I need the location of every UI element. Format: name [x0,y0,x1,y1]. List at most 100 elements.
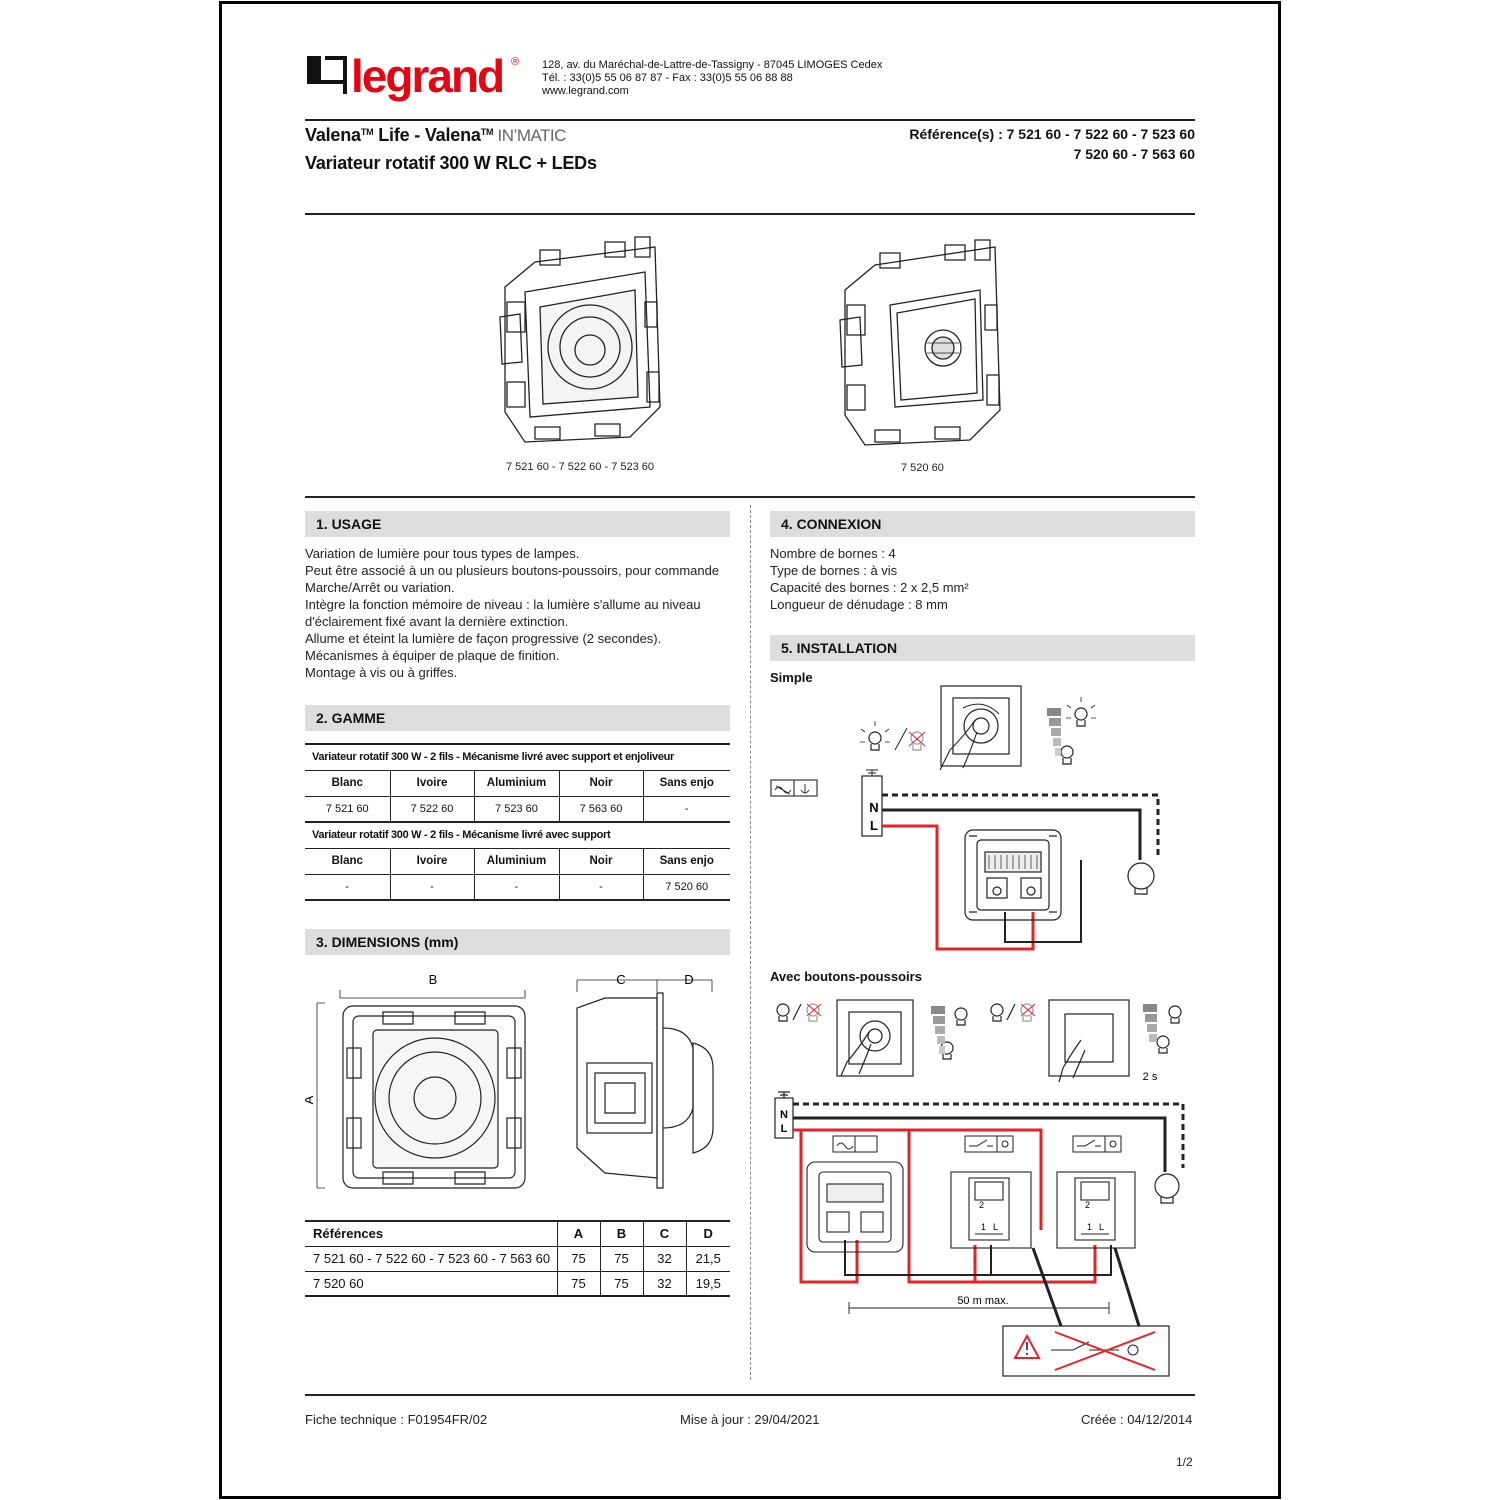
product-title: Variateur rotatif 300 W RLC + LEDs [305,153,597,173]
push-button-module-icon [1056,1171,1136,1249]
push-button-module-icon [950,1171,1032,1249]
live-wire [801,1128,1043,1230]
gamme-cell: 7 563 60 [558,795,643,823]
dim-cell: 7 521 60 - 7 522 60 - 7 523 60 - 7 563 6… [313,1251,551,1266]
gamme-col-header: Aluminium [473,769,559,796]
dim-col-header: B [599,1221,643,1246]
gamme-cell: 7 520 60 [642,873,730,901]
references-line: 7 520 60 - 7 563 60 [1073,146,1195,162]
neutral-wire [793,1116,1167,1172]
gamme-col-header: Blanc [305,847,390,874]
address-line: 128, av. du Maréchal-de-Lattre-de-Tassig… [542,59,883,71]
column-divider [750,505,751,1380]
divider [305,1394,1195,1396]
lamp-icon [1127,862,1155,895]
connexion-line: Nombre de bornes : 4 [770,546,896,561]
gamme-cell: - [305,873,390,901]
gamme-cell: - [389,873,474,901]
brightness-scale [931,1004,1157,1054]
divider [305,496,1195,498]
earth-wire [882,793,1160,858]
gamme-cell: 7 521 60 [305,795,390,823]
dim-cell: 19,5 [685,1271,730,1296]
duration-label: 2 s [1143,1071,1158,1083]
dim-cell: 75 [556,1246,600,1271]
dim-col-header: A [556,1221,600,1246]
brightness-scale [1047,708,1061,756]
terminal-l: L [993,1222,998,1232]
gamme-cell: 7 522 60 [389,795,474,823]
terminal-n: N [869,800,878,815]
terminal-l: L [781,1123,788,1135]
company-address: 128, av. du Maréchal-de-Lattre-de-Tassig… [542,59,882,98]
gamme-col-header: Noir [558,769,643,796]
divider [305,119,1195,121]
dimmer-with-knob-image [499,236,661,443]
dim-label-d: D [684,972,693,987]
dim-cell: 7 520 60 [313,1275,364,1291]
dim-label-a: A [305,1095,316,1104]
terminal-2: 2 [1085,1200,1090,1210]
section-connexion-heading: 4. CONNEXION [770,511,1195,537]
usage-line: Peut être associé à un ou plusieurs bout… [305,563,720,578]
gamme-table: Variateur rotatif 300 W - 2 fils - Mécan… [305,743,730,901]
usage-line: Allume et éteint la lumière de façon pro… [305,631,662,646]
page-frame [219,1,1281,1499]
usage-text: Variation de lumière pour tous types de … [305,545,735,681]
gamme-caption: Variateur rotatif 300 W - 2 fils - Mécan… [305,743,730,770]
gamme-col-header: Ivoire [389,769,474,796]
forbidden-cross [1054,1331,1156,1371]
dim-label-b: B [429,972,438,987]
dimensions-drawing: B A C D [305,972,714,1189]
connexion-line: Capacité des bornes : 2 x 2,5 mm² [770,580,969,595]
load-wire [1004,860,1082,943]
dimmer-mechanism-image [839,239,1001,446]
footer-created: Créée : 04/12/2014 [1081,1412,1193,1427]
references-line: Référence(s) : 7 521 60 - 7 522 60 - 7 5… [909,126,1195,142]
gamme-cell: - [558,873,643,901]
legrand-logo: legrand ® [307,52,519,102]
live-wire [793,1128,859,1284]
dim-cell: 32 [642,1246,686,1271]
terminal-l: L [870,818,878,833]
terminal-1: 1 [981,1222,986,1232]
dim-cell: 21,5 [685,1246,730,1271]
gamme-col-header: Sans enjo [642,847,730,874]
inmatic-label: IN’MATIC [493,126,567,145]
pushbutton-wire [907,1130,1097,1284]
usage-line: Montage à vis ou à griffes. [305,665,458,680]
gamme-cell: - [473,873,559,901]
terminal-2: 2 [979,1200,984,1210]
references: Référence(s) : 7 521 60 - 7 522 60 - 7 5… [909,124,1195,164]
dim-cell: 75 [556,1271,600,1296]
gamme-col-header: Aluminium [473,847,559,874]
connexion-text: Nombre de bornes : 4 Type de bornes : à … [770,545,1195,613]
trademark: TM [360,127,374,137]
gamme-col-header: Ivoire [389,847,474,874]
divider [305,213,1195,215]
terminal-n: N [780,1109,788,1121]
product-caption: 7 521 60 - 7 522 60 - 7 523 60 [506,461,655,473]
neutral-wire [882,808,1142,860]
trademark: TM [480,127,494,137]
range-name: Life - Valena [373,125,481,145]
page-number: 1/2 [1176,1455,1193,1469]
reg-mark: ® [511,56,519,68]
dimensions-table: Références A B C D 7 521 60 - 7 522 60 -… [305,1220,730,1297]
warning-box [1002,1325,1170,1377]
website-link[interactable]: www.legrand.com [542,85,629,97]
dimmer-mechanism-icon [806,1161,904,1253]
dim-col-header: C [642,1221,686,1246]
phone-fax-line: Tél. : 33(0)5 55 06 87 87 - Fax : 33(0)5… [542,72,793,84]
range-name: Valena [305,125,361,145]
simple-wiring-diagram: N L [770,685,1160,951]
earth-wire [793,1102,1185,1168]
dim-cell: 75 [599,1271,643,1296]
gamme-cell: - [642,795,730,823]
product-range-title: ValenaTM Life - ValenaTM IN’MATIC [305,125,566,146]
usage-line: Intègre la fonction mémoire de niveau : … [305,597,701,612]
gamme-col-header: Noir [558,847,643,874]
dimmer-mechanism-icon [964,829,1062,921]
push-button-label: Avec boutons-poussoirs [770,969,922,984]
dim-cell: 32 [642,1271,686,1296]
